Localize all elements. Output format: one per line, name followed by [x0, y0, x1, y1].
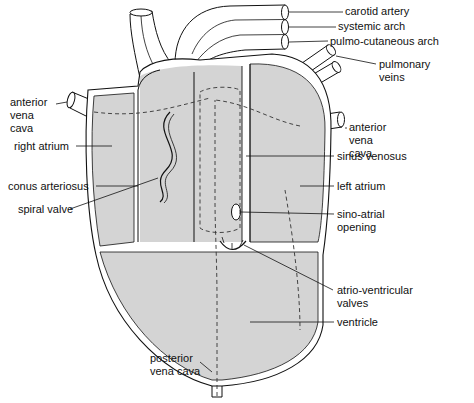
vessel-end	[282, 5, 289, 20]
arch-divider	[141, 16, 155, 68]
flow-path	[215, 100, 300, 126]
part-label: conus arteriosus	[8, 180, 89, 193]
leader-line	[289, 12, 343, 13]
leader-line	[241, 212, 334, 214]
leader-line	[246, 156, 334, 157]
conus-wall	[194, 72, 195, 242]
arch-divider	[192, 20, 285, 55]
leader-line	[56, 102, 67, 104]
part-label: sinus venosus	[337, 150, 407, 163]
left-atrium-chamber	[250, 64, 325, 242]
part-label: carotid artery	[345, 5, 409, 18]
flow-path	[215, 100, 217, 396]
ventricle-chamber	[100, 252, 318, 380]
leader-line	[200, 362, 212, 372]
part-label: sino-atrial opening	[337, 208, 403, 234]
leader-line	[345, 128, 347, 129]
leader-line	[289, 27, 336, 28]
leader-line	[289, 41, 328, 42]
sino-atrial-opening	[232, 204, 241, 220]
vessel-end	[338, 112, 345, 127]
spiral-valve	[164, 114, 177, 203]
right-atrium-chamber	[92, 93, 134, 246]
flow-path	[285, 190, 300, 330]
part-label: posterior vena cava	[150, 352, 206, 378]
part-label: spiral valve	[18, 203, 73, 216]
flow-path	[94, 98, 210, 114]
conus-wall	[138, 70, 160, 242]
sinus-outline	[200, 87, 240, 232]
part-label: pulmonary veins	[379, 58, 441, 84]
vessel-end	[282, 20, 289, 35]
part-label: left atrium	[337, 180, 385, 193]
part-label: ventricle	[337, 316, 378, 329]
vessel-end	[282, 35, 289, 50]
leader-line	[96, 186, 138, 187]
heart-wall	[86, 54, 331, 386]
leader-line	[76, 146, 112, 147]
part-label: systemic arch	[338, 20, 405, 33]
leader-line	[244, 245, 333, 290]
vessel-end	[130, 9, 152, 16]
leader-line	[300, 186, 334, 187]
septum	[242, 64, 250, 242]
central-chamber	[140, 65, 242, 242]
part-label: pulmo-cutaneous arch	[330, 35, 439, 48]
av-valve	[222, 237, 243, 249]
leader-line	[250, 322, 334, 323]
leader-line	[336, 56, 376, 64]
part-label: anterior vena cava	[10, 96, 60, 135]
part-label: atrio-ventricular valves	[337, 284, 433, 310]
vessel-end	[330, 60, 342, 74]
vessel-end	[66, 91, 77, 108]
part-label: right atrium	[14, 140, 69, 153]
